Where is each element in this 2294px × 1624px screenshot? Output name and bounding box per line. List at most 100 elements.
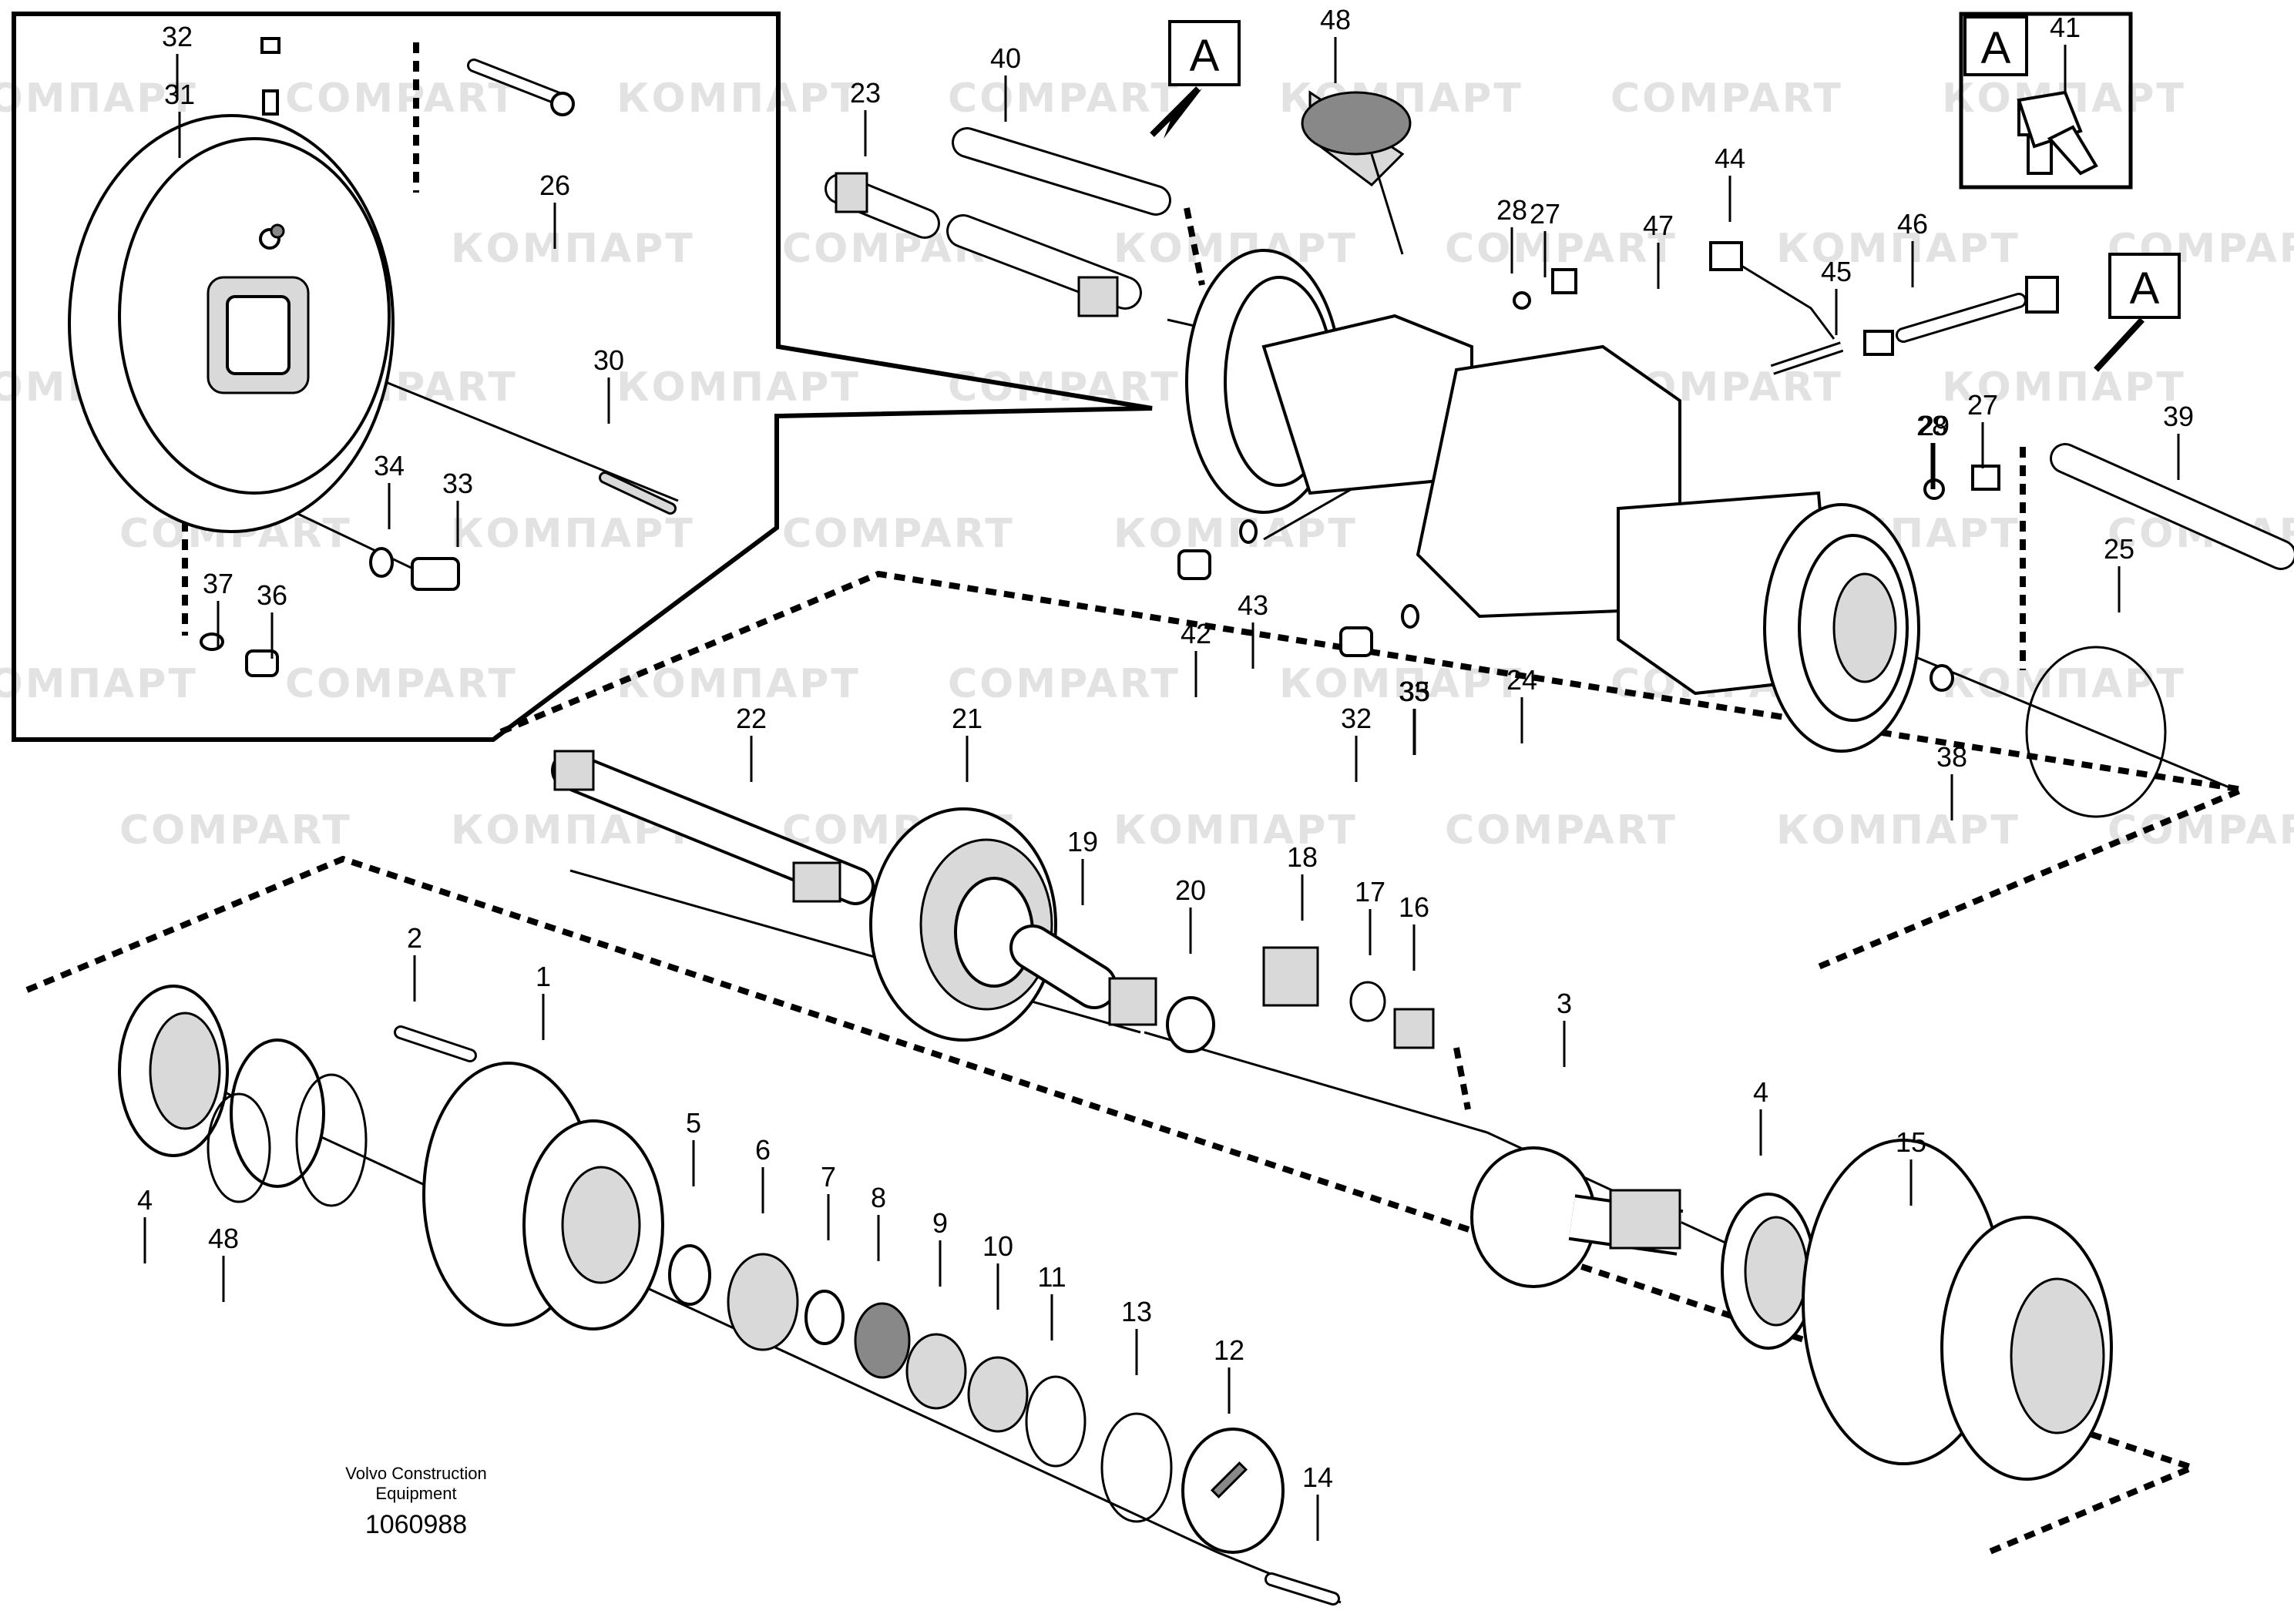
view-marker-a-boxed-detail: A (1959, 12, 2133, 190)
svg-text:A: A (2130, 263, 2160, 314)
callout-3: 3 (1557, 988, 1572, 1019)
assembly-guide-lower (25, 855, 2202, 1555)
callout-33: 33 (442, 468, 473, 499)
watermark-label: COMPART (1445, 807, 1678, 854)
callout-6: 6 (755, 1134, 771, 1166)
leader-lines (143, 37, 2180, 1541)
callout-27: 27 (1530, 198, 1560, 230)
svg-text:A: A (1981, 23, 2011, 73)
watermark-label: КОМПАРТ (1942, 364, 2186, 411)
watermark-label: COMPART (948, 75, 1181, 122)
callout-41: 41 (2050, 12, 2081, 43)
watermark-label: КОМПАРТ (451, 511, 695, 557)
callout-28: 28 (1916, 410, 1947, 441)
callout-43: 43 (1238, 589, 1268, 621)
inset-small-parts (200, 37, 677, 677)
view-marker-a-top: A (1150, 20, 1241, 139)
callout-4: 4 (1753, 1076, 1768, 1108)
callout-34: 34 (374, 450, 405, 481)
callout-5: 5 (686, 1107, 701, 1139)
callout-9: 9 (932, 1207, 948, 1239)
svg-text:A: A (1190, 31, 1220, 81)
watermark-label: КОМПАРТ (1776, 807, 2020, 854)
callout-29: 29 (1919, 410, 1950, 441)
callout-27: 27 (1967, 389, 1998, 421)
callout-1: 1 (536, 961, 551, 992)
callout-32: 32 (162, 21, 193, 52)
callout-48: 48 (208, 1223, 239, 1254)
watermark-label: КОМПАРТ (0, 661, 198, 707)
publisher-line-2: Equipment (375, 1484, 456, 1503)
callout-48: 48 (1320, 4, 1351, 35)
watermark-label: COMPART (1445, 226, 1678, 272)
callout-47: 47 (1643, 210, 1674, 241)
callout-8: 8 (871, 1182, 886, 1213)
callout-25: 25 (2104, 533, 2134, 565)
callout-21: 21 (952, 703, 982, 734)
watermark-label: COMPART (285, 75, 518, 122)
callout-23: 23 (850, 77, 881, 109)
callout-4: 4 (137, 1184, 153, 1216)
watermark-label: КОМПАРТ (451, 226, 695, 272)
callout-13: 13 (1121, 1296, 1152, 1327)
callout-31: 31 (164, 79, 195, 110)
callout-35: 35 (1399, 676, 1430, 707)
callout-42: 42 (1181, 618, 1211, 649)
drawing-caption: Volvo Construction Equipment 1060988 (345, 1464, 486, 1539)
lower-row-parts (118, 985, 2113, 1606)
watermark-label: COMPART (782, 511, 1015, 557)
watermark-label: КОМПАРТ (616, 661, 861, 707)
middle-row-parts (551, 750, 1684, 1288)
callout-46: 46 (1897, 208, 1928, 240)
callout-28: 28 (1496, 194, 1527, 226)
watermark-label: COMPART (285, 661, 518, 707)
callout-12: 12 (1214, 1334, 1244, 1366)
callout-19: 19 (1067, 826, 1098, 857)
guide-dash-16 (1453, 1047, 1471, 1110)
watermark-label: COMPART (948, 364, 1181, 411)
callout-36: 36 (257, 579, 287, 611)
watermark-label: COMPART (1611, 75, 1843, 122)
assembly-guide-upper (499, 570, 2254, 970)
callout-15: 15 (1896, 1126, 1926, 1158)
callout-45: 45 (1821, 256, 1852, 287)
callout-26: 26 (539, 169, 570, 201)
callout-44: 44 (1715, 143, 1745, 174)
callout-30: 30 (593, 344, 624, 376)
watermark-label: КОМПАРТ (1113, 511, 1358, 557)
watermark-label: КОМПАРТ (1113, 807, 1358, 854)
callout-14: 14 (1302, 1461, 1333, 1493)
inset-detail-frame (12, 12, 1153, 742)
watermark-label: КОМПАРТ (616, 75, 861, 122)
view-marker-a-right: A (2094, 253, 2181, 372)
callout-16: 16 (1399, 891, 1429, 923)
watermark-label: COMPART (948, 661, 1181, 707)
publisher-line-1: Volvo Construction (345, 1464, 486, 1483)
callout-39: 39 (2163, 401, 2194, 432)
callout-33: 33 (1399, 676, 1429, 707)
watermark-label: КОМПАРТ (0, 75, 198, 122)
callout-24: 24 (1506, 664, 1537, 696)
inset-hub-cover (68, 114, 395, 533)
guide-dash-38 (1184, 207, 1205, 286)
callout-numbers: 1234456789101112131415161718192021222324… (137, 4, 2194, 1493)
watermark-label: COMPART (119, 807, 352, 854)
callout-10: 10 (982, 1230, 1013, 1262)
callout-22: 22 (736, 703, 767, 734)
watermark-label: КОМПАРТ (1776, 226, 2020, 272)
callout-38: 38 (1936, 741, 1967, 773)
callout-7: 7 (821, 1161, 836, 1193)
watermark-label: КОМПАРТ (616, 364, 861, 411)
callout-2: 2 (407, 922, 422, 954)
callout-11: 11 (1037, 1261, 1066, 1293)
watermark-label: COMPART (2108, 807, 2294, 854)
callout-17: 17 (1355, 876, 1385, 908)
axle-housing-body (1185, 249, 1954, 753)
drawing-number: 1060988 (365, 1510, 467, 1539)
callout-20: 20 (1175, 874, 1206, 906)
callout-18: 18 (1287, 841, 1318, 873)
callout-37: 37 (203, 568, 233, 599)
callout-40: 40 (990, 42, 1021, 74)
